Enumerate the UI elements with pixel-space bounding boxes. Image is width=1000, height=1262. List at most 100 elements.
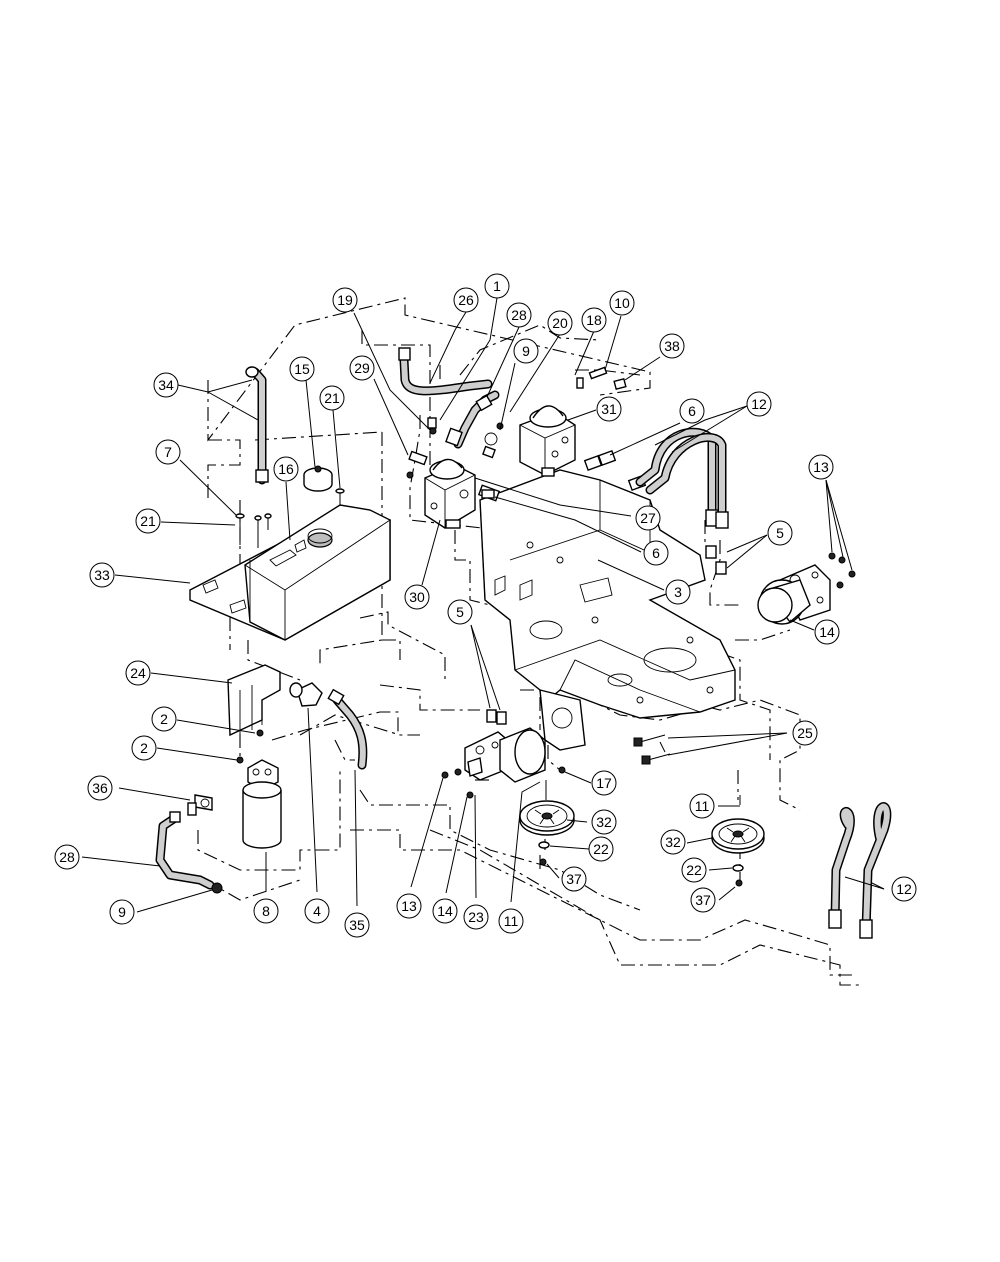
svg-text:26: 26 [458, 292, 474, 308]
svg-text:10: 10 [614, 295, 630, 311]
callout-20: 20 [547, 310, 573, 336]
callout-33: 33 [89, 562, 115, 588]
callout-24: 24 [125, 660, 151, 686]
callout-35: 35 [344, 912, 370, 938]
svg-text:22: 22 [686, 862, 702, 878]
fittings-5-right [705, 545, 727, 575]
hose-28-upper [445, 390, 500, 449]
callout-3: 3 [665, 579, 691, 605]
svg-text:24: 24 [130, 665, 146, 681]
pulley-32-right [711, 818, 765, 854]
callout-21: 21 [319, 385, 345, 411]
hydraulic-tank [189, 504, 391, 641]
svg-text:21: 21 [324, 390, 340, 406]
callout-19: 19 [332, 287, 358, 313]
hoses-12-upper [635, 427, 729, 529]
svg-text:21: 21 [140, 513, 156, 529]
svg-text:14: 14 [819, 624, 835, 640]
callout-1: 1 [484, 273, 510, 299]
callout-37b: 37 [690, 887, 716, 913]
callout-11b: 11 [498, 908, 524, 934]
callout-6b: 6 [643, 540, 669, 566]
suction-tube [245, 366, 269, 485]
callout-28b: 28 [54, 844, 80, 870]
callout-34: 34 [153, 372, 179, 398]
callout-13b: 13 [396, 893, 422, 919]
svg-text:8: 8 [262, 903, 270, 919]
svg-text:2: 2 [160, 711, 168, 727]
svg-text:12: 12 [751, 396, 767, 412]
callout-9b: 9 [109, 899, 135, 925]
callout-7: 7 [155, 439, 181, 465]
svg-text:7: 7 [164, 444, 172, 460]
valve-31 [519, 405, 576, 477]
callout-28: 28 [506, 302, 532, 328]
svg-text:9: 9 [118, 904, 126, 920]
nut-17 [558, 766, 566, 774]
callout-2: 2 [151, 706, 177, 732]
callout-10: 10 [609, 290, 635, 316]
filter-8 [242, 759, 282, 849]
keys-11 [545, 780, 741, 805]
callout-36: 36 [87, 775, 113, 801]
valve-30 [424, 458, 501, 529]
nuts-13-right [828, 552, 856, 589]
svg-text:13: 13 [813, 459, 829, 475]
hose-35 [327, 688, 368, 770]
svg-text:18: 18 [586, 312, 602, 328]
svg-text:1: 1 [493, 278, 501, 294]
svg-text:5: 5 [456, 604, 464, 620]
svg-text:28: 28 [59, 849, 75, 865]
screws [235, 488, 345, 548]
svg-text:12: 12 [896, 881, 912, 897]
svg-text:34: 34 [158, 377, 174, 393]
callout-14: 14 [814, 619, 840, 645]
svg-text:6: 6 [652, 545, 660, 561]
svg-text:36: 36 [92, 780, 108, 796]
hose-28-lower [155, 811, 223, 894]
svg-text:15: 15 [294, 361, 310, 377]
motor-14-left [441, 709, 546, 799]
svg-text:37: 37 [695, 892, 711, 908]
svg-text:20: 20 [552, 315, 568, 331]
svg-text:3: 3 [674, 584, 682, 600]
callout-17: 17 [591, 770, 617, 796]
callout-30: 30 [404, 584, 430, 610]
svg-text:27: 27 [640, 510, 656, 526]
callout-32: 32 [591, 809, 617, 835]
svg-text:6: 6 [688, 403, 696, 419]
filter-bracket-24 [227, 664, 281, 764]
callout-29: 29 [349, 355, 375, 381]
bolts-25 [633, 734, 671, 765]
callout-23: 23 [463, 904, 489, 930]
callout-31: 31 [596, 396, 622, 422]
svg-text:35: 35 [349, 917, 365, 933]
callout-15: 15 [289, 356, 315, 382]
callout-38: 38 [659, 333, 685, 359]
pulley-32-left [519, 800, 575, 836]
svg-text:32: 32 [665, 834, 681, 850]
assembly-guide-lines [197, 297, 860, 986]
elbow-4 [289, 682, 323, 707]
callout-8: 8 [253, 898, 279, 924]
callout-22b: 22 [681, 857, 707, 883]
svg-text:32: 32 [596, 814, 612, 830]
svg-text:5: 5 [776, 525, 784, 541]
svg-text:30: 30 [409, 589, 425, 605]
svg-text:25: 25 [797, 725, 813, 741]
callout-22: 22 [588, 836, 614, 862]
motor-14-right [757, 564, 831, 625]
return-hose-26 [398, 347, 493, 396]
callout-27: 27 [635, 505, 661, 531]
fittings-upper [406, 366, 627, 479]
svg-text:29: 29 [354, 360, 370, 376]
callout-12b: 12 [891, 876, 917, 902]
svg-text:13: 13 [401, 898, 417, 914]
svg-text:11: 11 [504, 913, 519, 929]
breather-cap [303, 465, 333, 492]
main-frame [479, 469, 736, 751]
callout-9: 9 [513, 338, 539, 364]
leader-lines [81, 297, 885, 913]
callout-32b: 32 [660, 829, 686, 855]
